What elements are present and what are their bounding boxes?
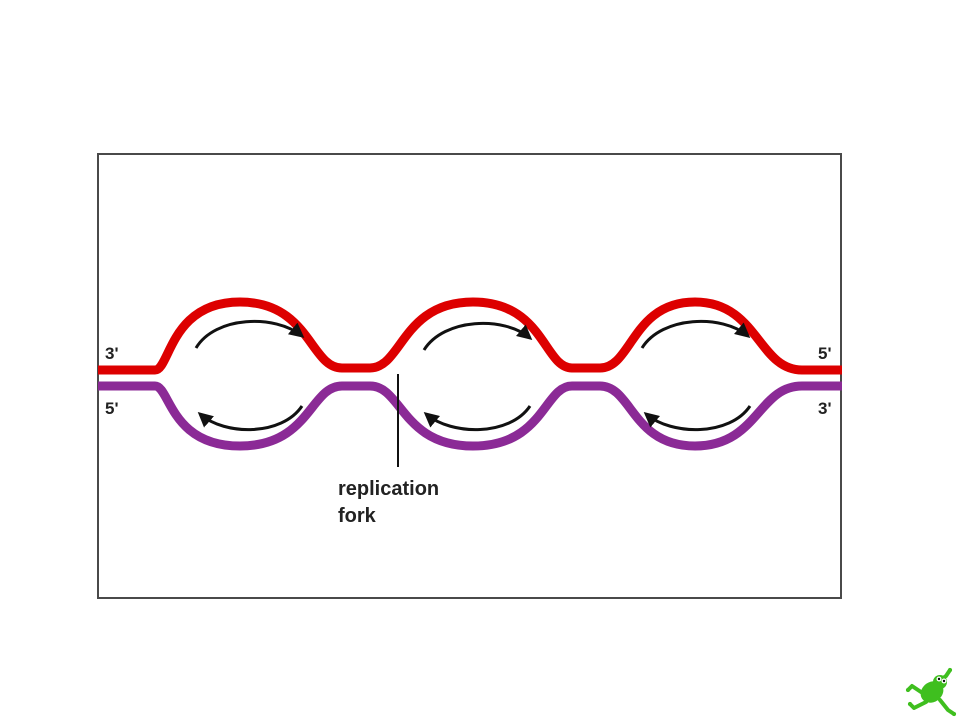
frog-icon [906,668,956,716]
top-left-label: 3' [105,344,119,363]
diagram-frame [97,153,842,599]
bottom-arrow-1 [197,405,304,431]
top-arrow-3 [640,319,751,349]
top-right-label: 5' [818,344,832,363]
bottom-left-label: 5' [105,399,119,418]
top-arrow-1 [194,319,305,349]
top-arrow-2 [422,321,533,351]
top-strand [98,297,842,375]
fork-label-line1: replication [338,478,439,500]
bottom-right-label: 3' [818,399,832,418]
bottom-arrow-2 [423,405,532,431]
bottom-strand [98,381,842,451]
bottom-arrow-3 [643,405,752,431]
fork-label-line2: fork [338,505,377,527]
